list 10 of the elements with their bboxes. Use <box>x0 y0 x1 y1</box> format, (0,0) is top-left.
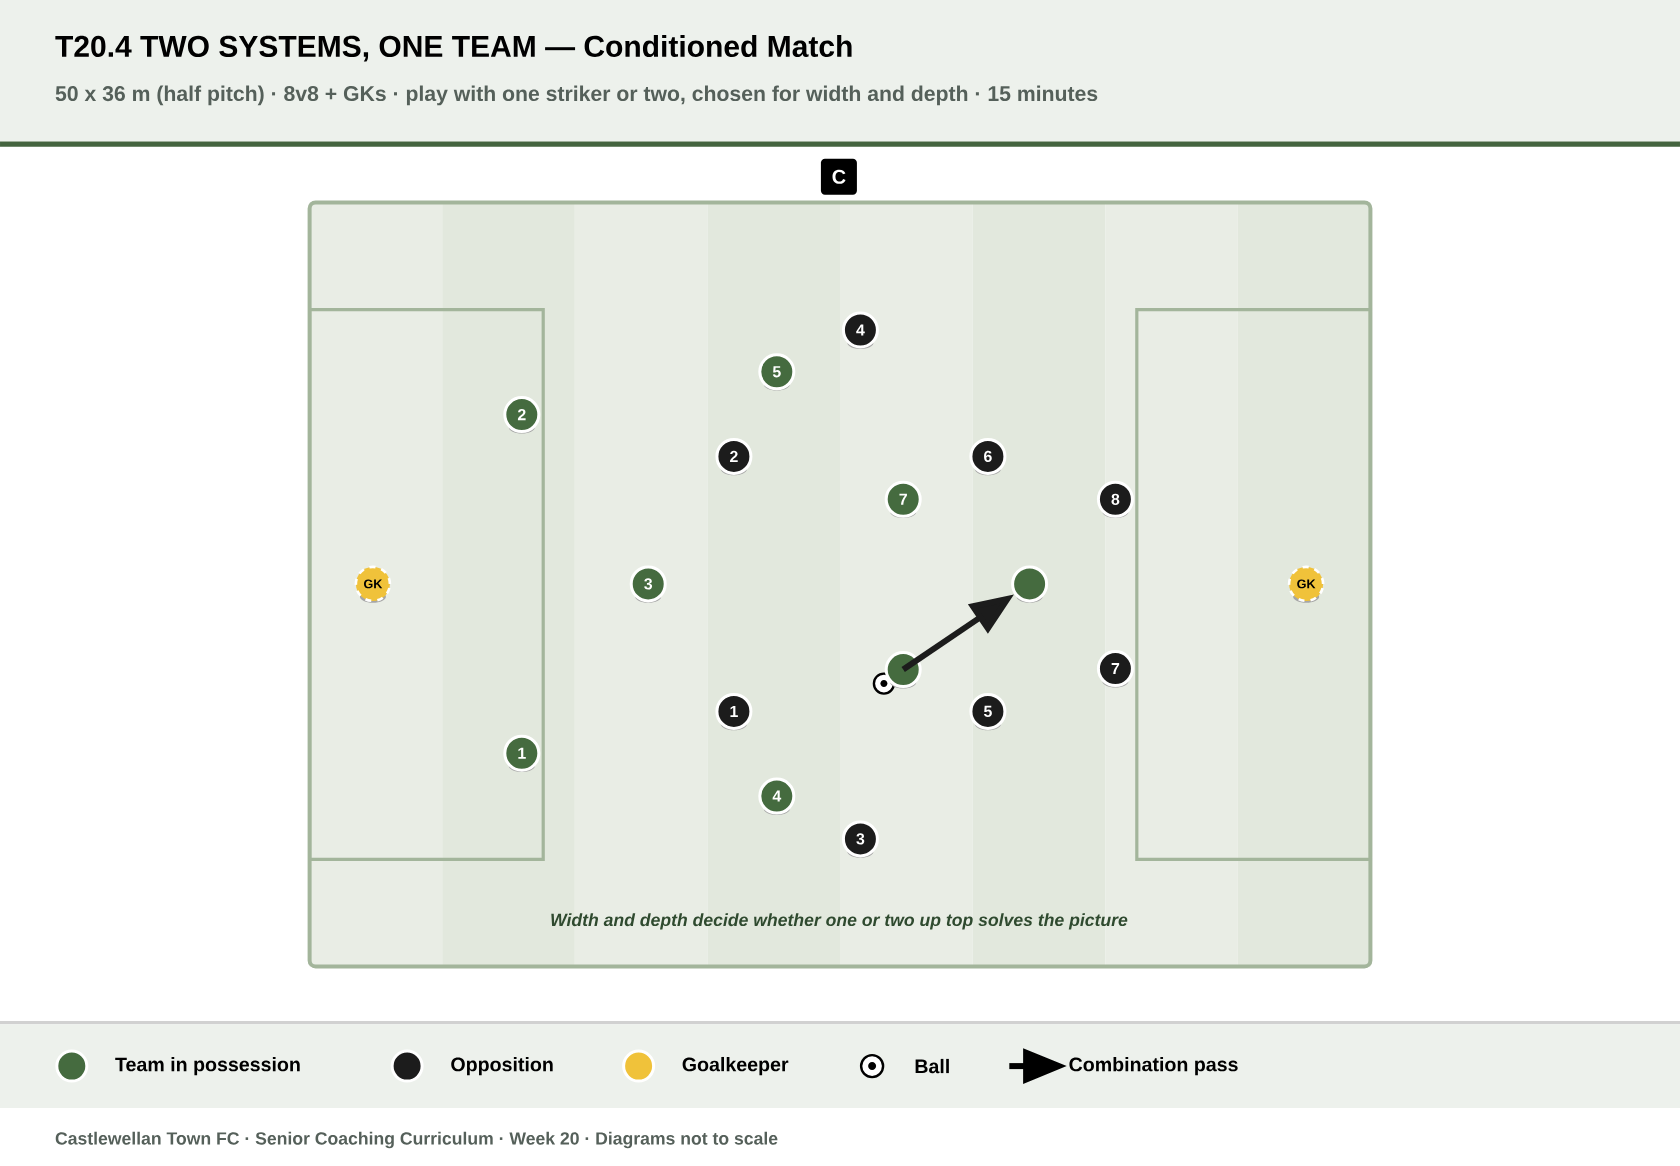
player-marker <box>884 651 922 689</box>
legend-label: Opposition <box>451 1056 553 1076</box>
title: T20.4 TWO SYSTEMS, ONE TEAM — Conditioned Match <box>55 35 852 62</box>
legend-label: Ball <box>915 1058 949 1074</box>
pitch-note: Width and depth decide whether one or two up top solves the picture <box>551 913 1128 930</box>
legend-label: Goalkeeper <box>682 1056 789 1076</box>
legend-label: Team in possession <box>115 1056 300 1076</box>
legend-label: Combination pass <box>1069 1056 1238 1076</box>
subtitle: 50 x 36 m (half pitch) · 8v8 + GKs · play with one striker or two, chosen for width and depth · 15 minutes <box>55 85 1098 106</box>
footer-text: Castlewellan Town FC · Senior Coaching Curriculum · Week 20 · Diagrams not to scale <box>55 1131 778 1149</box>
